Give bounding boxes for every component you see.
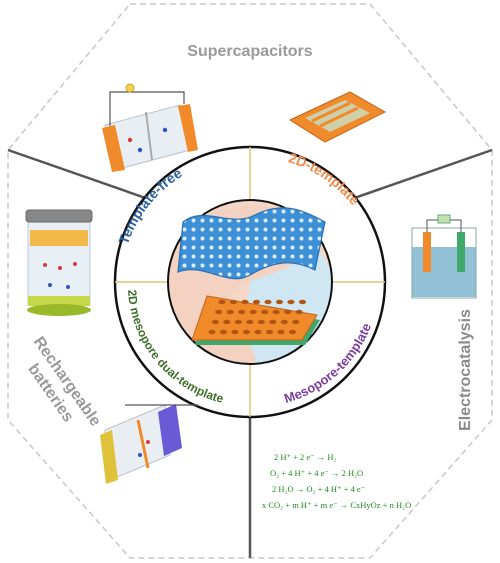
- equation-orr: O₂ + 4 H⁺ + 4 e⁻ → 2 H₂O: [270, 468, 363, 478]
- plate-pore: [269, 319, 277, 325]
- plate-pore: [254, 329, 262, 335]
- plate-pore: [238, 309, 246, 315]
- plate-pore: [287, 299, 295, 305]
- supercapacitor-cell-illustration: [102, 83, 198, 172]
- hexagon-outline: [7, 3, 493, 559]
- battery-electrode-illustration: [100, 404, 198, 484]
- plate-pore: [219, 329, 228, 335]
- plate-pore: [234, 319, 242, 325]
- interdigitated-electrode-illustration: [288, 91, 387, 143]
- sector-title-batteries: Rechargeable batteries: [24, 334, 104, 430]
- plate-pore: [215, 309, 223, 315]
- plate-pore: [231, 329, 239, 335]
- plate-pore: [284, 309, 292, 315]
- orange-mesoporous-plate: [191, 295, 320, 345]
- plate-pore: [252, 299, 261, 305]
- sector-title-supercapacitors: Supercapacitors: [187, 43, 312, 60]
- plate-pore: [249, 309, 257, 315]
- electrolysis-cell-illustration: [411, 214, 477, 299]
- plate-pore: [223, 319, 231, 325]
- battery-cell-illustration: [25, 209, 93, 316]
- plate-pore: [298, 299, 307, 305]
- plate-pore: [208, 329, 216, 335]
- plate-pore: [272, 309, 280, 315]
- plate-pore: [261, 309, 269, 315]
- plate-pore: [264, 299, 272, 305]
- plate-pore: [275, 299, 284, 305]
- plate-pore: [265, 329, 274, 335]
- plate-pore: [246, 319, 254, 325]
- plate-pore: [241, 299, 249, 305]
- plate-pore: [288, 329, 297, 335]
- blue-porous-sheet: [177, 207, 326, 280]
- equation-oer: 2 H₂O → O₂ + 4 H⁺ + 4 e⁻: [272, 484, 366, 494]
- plate-pore: [280, 319, 288, 325]
- plate-pore: [257, 319, 265, 325]
- plate-pore: [218, 299, 226, 305]
- electrocatalysis-equations: 2 H⁺ + 2 e⁻ → H₂ O₂ + 4 H⁺ + 4 e⁻ → 2 H₂…: [262, 452, 411, 510]
- plate-pore: [277, 329, 285, 335]
- sector-title-electrocatalysis: Electrocatalysis: [457, 309, 474, 431]
- plate-pore: [242, 329, 251, 335]
- equation-her: 2 H⁺ + 2 e⁻ → H₂: [274, 452, 337, 462]
- plate-pore: [211, 319, 219, 325]
- plate-pore: [292, 319, 300, 325]
- plate-pore: [229, 299, 238, 305]
- plate-pore: [295, 309, 303, 315]
- plate-pore: [226, 309, 234, 315]
- equation-co2rr: x CO₂ + m H⁺ + m e⁻ → CxHyOz + n H₂O: [262, 500, 411, 510]
